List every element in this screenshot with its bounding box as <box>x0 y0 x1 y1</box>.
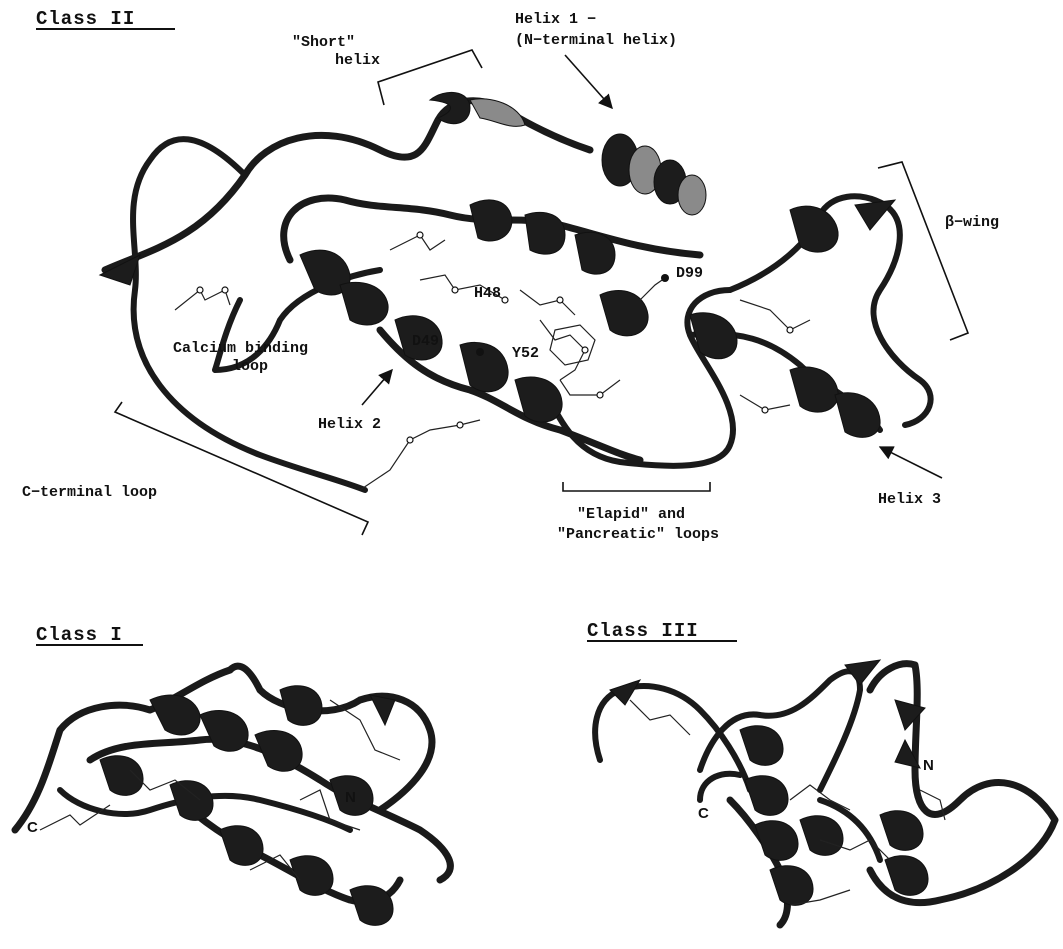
class-iii-n-terminus: N <box>923 757 934 774</box>
residue-h48: H48 <box>474 285 501 302</box>
calcium-binding-loop-line2: loop <box>232 358 268 375</box>
short-helix-bracket <box>378 50 482 105</box>
short-helix-label-line2: helix <box>335 52 380 69</box>
class-ii-title: Class II <box>36 8 135 30</box>
c-terminal-loop-label: C−terminal loop <box>22 484 157 501</box>
helix1-label-line1: Helix 1 − <box>515 11 596 28</box>
helix3-label: Helix 3 <box>878 491 941 508</box>
class-iii-panel: Class III <box>587 620 1055 925</box>
beta-wing-label: β−wing <box>945 214 999 231</box>
elapid-pancreatic-line2: "Pancreatic" loops <box>557 526 719 543</box>
residue-d49: D49 <box>412 333 439 350</box>
helix1-arrow <box>565 55 612 108</box>
short-helix-label-line1: "Short" <box>292 34 355 51</box>
helix2-label: Helix 2 <box>318 416 381 433</box>
class-iii-title: Class III <box>587 620 699 642</box>
helix1-label-line2: (N−terminal helix) <box>515 32 677 49</box>
class-iii-backbone <box>595 664 1055 925</box>
class-i-n-terminus: N <box>345 789 356 806</box>
elapid-pancreatic-bracket <box>563 482 710 491</box>
residue-d99: D99 <box>676 265 703 282</box>
class-iii-c-terminus: C <box>698 805 709 822</box>
calcium-binding-loop-line1: Calcium binding <box>173 340 308 357</box>
helix2-arrow <box>362 370 392 405</box>
class-i-panel: Class I N <box>15 624 450 925</box>
beta-wing-bracket <box>878 162 968 340</box>
class-i-title: Class I <box>36 624 123 646</box>
helix3-arrow <box>880 447 942 478</box>
class-ii-backbone <box>105 101 931 490</box>
class-iii-helices <box>610 660 928 905</box>
class-i-c-terminus: C <box>27 819 38 836</box>
elapid-pancreatic-line1: "Elapid" and <box>577 506 685 523</box>
residue-y52: Y52 <box>512 345 539 362</box>
class-ii-panel: Class II <box>22 8 999 543</box>
